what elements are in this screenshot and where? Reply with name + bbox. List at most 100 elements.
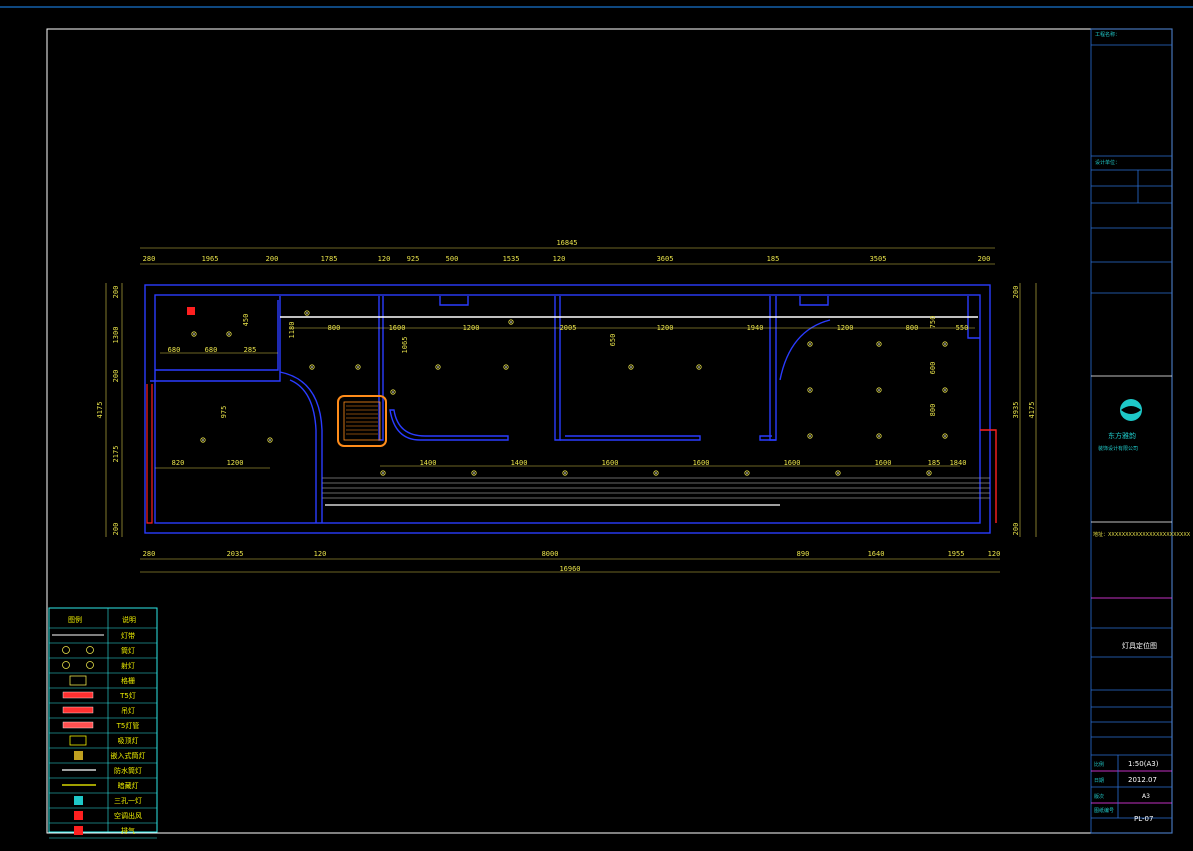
lower-dim-label: 1600 — [693, 459, 710, 467]
downlight-center — [505, 366, 507, 368]
tb-sheet-label: 图纸编号 — [1094, 807, 1114, 814]
legend-symbol-icon — [69, 735, 87, 746]
legend-symbol-icon — [62, 646, 70, 654]
legend-row-label: 三孔一灯 — [114, 796, 142, 805]
legend-symbol-icon — [86, 646, 94, 654]
downlight-center — [311, 366, 313, 368]
downlight-center — [878, 389, 880, 391]
downlight-center — [630, 366, 632, 368]
left-dim-label: 1300 — [112, 327, 120, 344]
inner-vert-dim-label: 750 — [929, 316, 937, 329]
downlight-center — [382, 472, 384, 474]
top-dim-label: 1965 — [202, 255, 219, 263]
tb-address: 地址：XXXXXXXXXXXXXXXXXXXXXXXX — [1093, 531, 1191, 538]
bottom-dim-label: 280 — [143, 550, 156, 558]
inner-dim-label: 1200 — [657, 324, 674, 332]
bottom-dim-label: 120 — [988, 550, 1001, 558]
inner-vert-dim-label: 800 — [929, 404, 937, 417]
downlight-center — [202, 439, 204, 441]
downlight-icon — [628, 364, 634, 370]
inner-vert-dim-label: 1065 — [401, 337, 409, 354]
legend-row-label: 暗藏灯 — [118, 781, 139, 790]
left-dim-label: 200 — [112, 370, 120, 383]
counter-lines — [322, 477, 990, 499]
tb-date-label: 日期 — [1094, 778, 1104, 784]
legend-table: 灯带筒灯射灯格栅T5灯吊灯T5灯管吸顶灯嵌入式筒灯防水筒灯暗藏灯三孔一灯空调出风… — [48, 607, 158, 839]
inner-dim-label: 285 — [244, 346, 257, 354]
top-dim-label: 1535 — [503, 255, 520, 263]
downlight-icon — [876, 387, 882, 393]
legend-symbol-icon — [62, 721, 94, 729]
tb-company-sub: 装饰设计有限公司 — [1098, 445, 1138, 452]
sheet-border — [46, 28, 1173, 834]
inner-dim-label: 1200 — [463, 324, 480, 332]
inner-dim-label: 680 — [205, 346, 218, 354]
tb-scale-label: 比例 — [1094, 761, 1104, 768]
downlight-icon — [267, 437, 273, 443]
downlight-icon — [942, 433, 948, 439]
downlight-center — [928, 472, 930, 474]
dimension-lines — [105, 247, 1037, 573]
legend-row-label: 射灯 — [121, 661, 135, 670]
tb-scale-value: 1:50(A3) — [1128, 760, 1159, 768]
inner-dim-label: 1600 — [389, 324, 406, 332]
bottom-dim-label: 2035 — [227, 550, 244, 558]
downlight-center — [473, 472, 475, 474]
downlight-center — [564, 472, 566, 474]
downlight-center — [944, 435, 946, 437]
right-dim-label: 200 — [1012, 523, 1020, 536]
top-dim-label: 500 — [446, 255, 459, 263]
inner-vert-dim-label: 650 — [609, 334, 617, 347]
top-dim-label: 3605 — [657, 255, 674, 263]
lower-dim-label: 1600 — [602, 459, 619, 467]
legend-symbol-icon — [62, 691, 94, 699]
downlight-icon — [744, 470, 750, 476]
downlight-icon — [807, 341, 813, 347]
tb-date-value: 2012.07 — [1128, 776, 1157, 784]
downlight-icon — [435, 364, 441, 370]
lower-dim-label: 185 — [928, 459, 941, 467]
top-dim-label: 120 — [378, 255, 391, 263]
inner-dim-label: 800 — [328, 324, 341, 332]
top-dim-label: 185 — [767, 255, 780, 263]
downlight-center — [655, 472, 657, 474]
top-dim-label: 3505 — [870, 255, 887, 263]
legend-symbol-icon — [62, 706, 94, 714]
downlight-center — [944, 343, 946, 345]
downlight-center — [392, 391, 394, 393]
legend-symbol-icon — [74, 751, 83, 760]
legend-row-label: 空调出风 — [114, 811, 142, 820]
inner-dim-label: 550 — [956, 324, 969, 332]
company-logo-icon — [1120, 399, 1142, 421]
exhaust-fan-symbol — [187, 307, 195, 315]
left-dim-label: 2175 — [112, 446, 120, 463]
tb-design-unit-label: 设计单位： — [1095, 159, 1120, 166]
inner-dim-label: 1200 — [837, 324, 854, 332]
inner-vert-dim-label: 600 — [929, 362, 937, 375]
legend-row-label: T5灯管 — [116, 721, 140, 730]
downlight-center — [357, 366, 359, 368]
downlight-icon — [191, 331, 197, 337]
inner-dim-label: 2005 — [560, 324, 577, 332]
downlight-icon — [807, 387, 813, 393]
top-dim-label: 200 — [978, 255, 991, 263]
legend-symbol-icon — [74, 811, 83, 820]
downlight-center — [269, 439, 271, 441]
downlight-center — [809, 343, 811, 345]
downlight-center — [698, 366, 700, 368]
downlight-center — [809, 435, 811, 437]
title-block — [1090, 28, 1173, 834]
downlight-center — [878, 343, 880, 345]
downlight-icon — [926, 470, 932, 476]
left-dim-label: 200 — [112, 286, 120, 299]
inner-vert-dim-label: 1180 — [288, 322, 296, 339]
legend-row-label: 筒灯 — [121, 646, 135, 655]
downlight-icon — [653, 470, 659, 476]
downlight-icon — [503, 364, 509, 370]
lower-dim-label: 1840 — [950, 459, 967, 467]
downlight-center — [944, 389, 946, 391]
red-door-left — [146, 384, 153, 524]
downlight-icon — [508, 319, 514, 325]
downlight-icon — [807, 433, 813, 439]
